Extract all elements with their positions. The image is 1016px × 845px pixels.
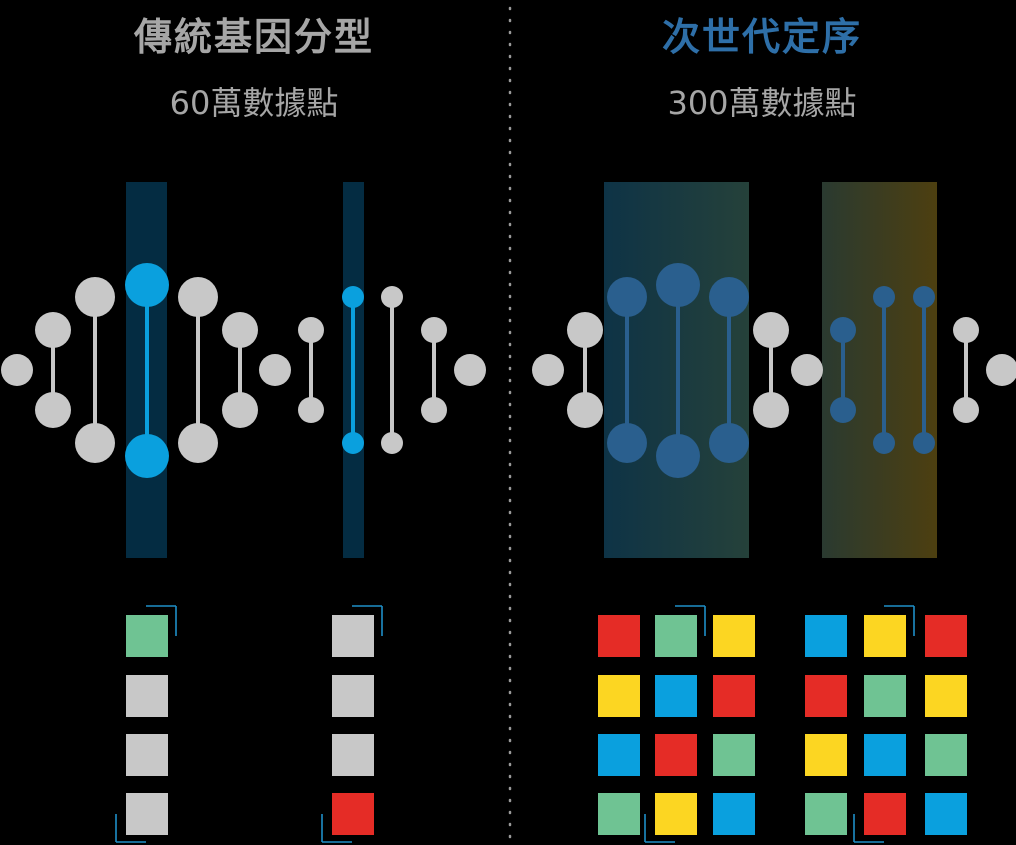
bracket-line [675, 605, 706, 636]
dna-node [986, 354, 1016, 386]
dna-node [75, 423, 115, 463]
dna-node [753, 312, 789, 348]
dna-node [656, 434, 700, 478]
allele-tile [655, 675, 697, 717]
allele-tile [713, 734, 755, 776]
allele-tile [655, 793, 697, 835]
allele-tile [713, 675, 755, 717]
dna-node [178, 423, 218, 463]
dna-node [35, 392, 71, 428]
allele-tile [864, 734, 906, 776]
dna-node [342, 432, 364, 454]
dna-node [342, 286, 364, 308]
dna-node [913, 432, 935, 454]
dna-node [454, 354, 486, 386]
dna-node [532, 354, 564, 386]
dna-node [259, 354, 291, 386]
allele-tile [925, 615, 967, 657]
allele-tile [864, 615, 906, 657]
allele-tile [598, 734, 640, 776]
allele-tile [126, 615, 168, 657]
dna-node [421, 317, 447, 343]
bracket-line [644, 814, 675, 843]
dna-node [381, 286, 403, 308]
dna-node [222, 392, 258, 428]
allele-tile [805, 734, 847, 776]
bracket-line [884, 605, 915, 636]
dna-node [607, 423, 647, 463]
dna-node [178, 277, 218, 317]
highlight-band [822, 182, 937, 558]
dna-node [1, 354, 33, 386]
right-title: 次世代定序 [661, 15, 862, 59]
allele-tile [655, 615, 697, 657]
allele-tile [598, 615, 640, 657]
left-title: 傳統基因分型 [133, 15, 374, 59]
dna-node [298, 317, 324, 343]
allele-tile [805, 615, 847, 657]
dna-node [830, 317, 856, 343]
allele-tile [332, 793, 374, 835]
dna-node [298, 397, 324, 423]
dna-node [125, 434, 169, 478]
allele-tile [925, 793, 967, 835]
allele-tile [713, 615, 755, 657]
allele-tile [925, 675, 967, 717]
bracket-line [115, 814, 146, 843]
allele-tile [332, 615, 374, 657]
allele-tile [332, 675, 374, 717]
dna-node [873, 432, 895, 454]
dna-node [381, 432, 403, 454]
left-subtitle: 60萬數據點 [169, 84, 339, 122]
dna-node [709, 277, 749, 317]
dna-node [791, 354, 823, 386]
dna-node [421, 397, 447, 423]
dna-node [75, 277, 115, 317]
dna-node [753, 392, 789, 428]
dna-node [567, 392, 603, 428]
bracket-line [321, 814, 352, 843]
bracket-line [352, 605, 383, 636]
allele-tile [126, 793, 168, 835]
dna-node [35, 312, 71, 348]
dna-node [709, 423, 749, 463]
dna-node [567, 312, 603, 348]
allele-tile [126, 734, 168, 776]
allele-tile [713, 793, 755, 835]
allele-tile [805, 793, 847, 835]
allele-tile [864, 675, 906, 717]
allele-tile [805, 675, 847, 717]
bracket-line [853, 814, 884, 843]
allele-tile [655, 734, 697, 776]
dna-node [913, 286, 935, 308]
allele-tile [864, 793, 906, 835]
dna-node [830, 397, 856, 423]
bracket-line [146, 605, 177, 636]
allele-tile [332, 734, 374, 776]
dna-node [953, 397, 979, 423]
dna-node [873, 286, 895, 308]
dna-node [607, 277, 647, 317]
dna-node [953, 317, 979, 343]
right-subtitle: 300萬數據點 [667, 84, 857, 122]
allele-tile [598, 675, 640, 717]
dna-node [222, 312, 258, 348]
allele-tile [925, 734, 967, 776]
allele-tile [598, 793, 640, 835]
allele-tile [126, 675, 168, 717]
dna-node [656, 263, 700, 307]
dna-node [125, 263, 169, 307]
